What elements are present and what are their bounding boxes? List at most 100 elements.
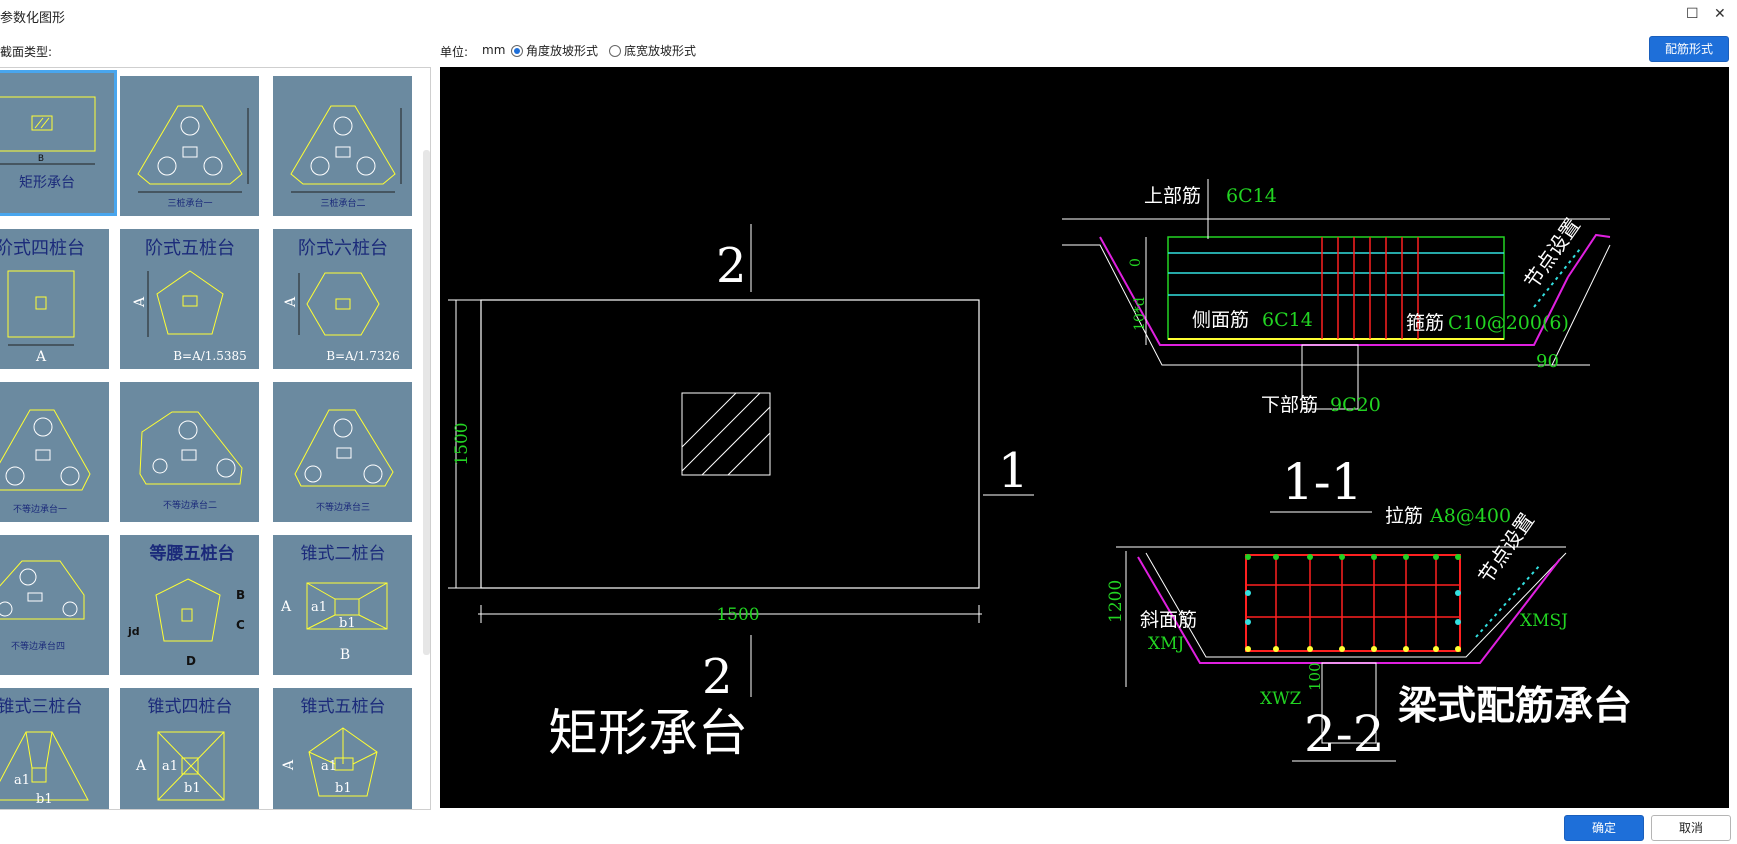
section-type-label: 截面类型: (0, 45, 53, 59)
rebar-form-button[interactable]: 配筋形式 (1649, 36, 1729, 62)
xmsj-label: XMSJ (1520, 611, 1568, 631)
bottom-bar-value: 9C20 (1330, 394, 1381, 416)
close-icon[interactable]: ✕ (1714, 6, 1726, 22)
top-bar-value: 6C14 (1226, 185, 1277, 207)
cone-four-pile-icon: 锥式四桩台 a1 b1 A (135, 697, 233, 801)
thumb-caption: 不等边承台二 (163, 499, 217, 511)
step-four-pile-icon: 阶式四桩台 A (0, 238, 85, 365)
thumb-caption: 三桩承台一 (167, 197, 212, 209)
thumb-cone-five-pile[interactable]: 锥式五桩台 a1 b1 A (273, 688, 412, 809)
dim-jd: jd (127, 625, 140, 638)
section-mark-1: 1 (998, 443, 1029, 499)
drawing-title: 矩形承台 (548, 704, 748, 762)
thumb-three-pile-1[interactable]: 三桩承台一 (120, 76, 259, 216)
dim-a: A (281, 759, 297, 771)
dim-a: A (132, 296, 148, 308)
thumb-caption: 锥式三桩台 (0, 697, 83, 717)
rect-cap-icon: B 矩形承台 (0, 96, 96, 191)
radio-unchecked-icon (609, 45, 621, 57)
dim-a: A (280, 599, 292, 615)
dim-d: D (186, 654, 196, 668)
cone-five-pile-icon: 锥式五桩台 a1 b1 A (281, 697, 386, 797)
thumb-unequal-4[interactable]: 不等边承台四 (0, 535, 109, 675)
toolbar: 截面类型: 单位: mm 角度放坡形式 底宽放坡形式 配筋形式 (0, 36, 1737, 66)
column-outline (681, 392, 771, 476)
dim-a1: a1 (14, 773, 30, 788)
bottom-bar-label: 下部筋 (1261, 394, 1318, 416)
unit-value: mm (482, 43, 506, 57)
thumb-cone-four-pile[interactable]: 锥式四桩台 a1 b1 A (120, 688, 259, 809)
tie-bar-label: 拉筋 (1385, 505, 1423, 527)
thumb-isosceles-five[interactable]: 等腰五桩台 B C D jd (120, 535, 259, 675)
dim-b: B (38, 154, 44, 164)
dim-zero: 0 (1128, 258, 1144, 267)
radio-angle-slope[interactable]: 角度放坡形式 (511, 42, 598, 59)
dim-a1: a1 (321, 759, 337, 774)
section-2-2: 1200 100 斜面筋 XMJ XMSJ XWZ 拉筋 A8@400 节点设置… (1106, 505, 1632, 763)
three-pile-icon: 三桩承台二 (290, 105, 402, 209)
radio-checked-icon (511, 45, 523, 57)
dim-height: 1500 (452, 422, 472, 465)
thumb-cone-two-pile[interactable]: 锥式二桩台 a1 b1 A B (273, 535, 412, 675)
beam-cap-subtitle: 梁式配筋承台 (1398, 684, 1632, 729)
window-title: 参数化图形 (0, 11, 66, 26)
dim-a: A (35, 349, 47, 365)
plan-view: 1500 1500 2 2 1 矩形承台 (448, 224, 1034, 762)
side-bar-label: 侧面筋 (1192, 309, 1249, 331)
top-bar-label: 上部筋 (1144, 185, 1201, 207)
unit-label: 单位: (440, 45, 469, 59)
ratio-label: B=A/1.7326 (326, 349, 400, 363)
thumb-caption: 锥式四桩台 (148, 697, 233, 717)
thumb-unequal-1[interactable]: 不等边承台一 (0, 382, 109, 522)
preview-canvas: 1500 1500 2 2 1 矩形承台 (440, 67, 1729, 808)
section-mark-2-bottom: 2 (702, 649, 733, 705)
cap-outline (480, 299, 980, 589)
thumb-unequal-3[interactable]: 不等边承台三 (273, 382, 412, 522)
dim-b: B (340, 647, 350, 663)
thumb-step-four-pile[interactable]: 阶式四桩台 A (0, 229, 109, 369)
dim-b: B (236, 588, 245, 602)
node-setting-1: 节点设置 (1519, 214, 1585, 293)
height-1200: 1200 (1106, 580, 1126, 623)
unequal-cap-icon: 不等边承台三 (294, 409, 394, 513)
dim-a: A (135, 758, 147, 774)
isosceles-five-pile-icon: 等腰五桩台 B C D jd (127, 543, 245, 668)
section-gallery: B 矩形承台 三桩承台一 三桩承台二 阶式四桩台 A (0, 67, 431, 810)
thumb-step-five-pile[interactable]: 阶式五桩台 A B=A/1.5385 (120, 229, 259, 369)
dim-ld: 10*d (1132, 297, 1148, 331)
section-1-title: 1-1 (1282, 453, 1363, 511)
cancel-button[interactable]: 取消 (1651, 815, 1731, 841)
side-bar-value: 6C14 (1262, 309, 1313, 331)
thumb-unequal-2[interactable]: 不等边承台二 (120, 382, 259, 522)
section-2-title: 2-2 (1304, 705, 1385, 763)
radio-bottom-slope[interactable]: 底宽放坡形式 (609, 42, 696, 59)
gallery-scrollbar[interactable] (423, 150, 430, 655)
thumb-caption: 矩形承台 (19, 175, 75, 191)
thumb-rect-cap[interactable]: B 矩形承台 (0, 70, 117, 216)
thumb-caption: 不等边承台三 (316, 501, 370, 513)
cad-drawing: 1500 1500 2 2 1 矩形承台 (448, 179, 1632, 763)
thumb-caption: 阶式六桩台 (298, 238, 388, 259)
radio-angle-label: 角度放坡形式 (526, 44, 599, 58)
maximize-icon[interactable]: ☐ (1686, 6, 1699, 22)
title-bar: 参数化图形 ☐ ✕ (0, 0, 1737, 32)
dim-b1: b1 (335, 781, 352, 796)
step-five-pile-icon: 阶式五桩台 A B=A/1.5385 (132, 238, 247, 363)
xmj-label: XMJ (1148, 634, 1185, 654)
dim-b1: b1 (184, 781, 201, 796)
thumb-step-six-pile[interactable]: 阶式六桩台 A B=A/1.7326 (273, 229, 412, 369)
dim-b1: b1 (36, 792, 53, 807)
thumb-three-pile-2[interactable]: 三桩承台二 (273, 76, 412, 216)
cover-100: 100 (1306, 662, 1324, 691)
angle-value: 90 (1536, 351, 1559, 372)
ratio-label: B=A/1.5385 (173, 349, 247, 363)
thumb-caption: 锥式五桩台 (301, 697, 386, 717)
xwz-label: XWZ (1260, 689, 1302, 709)
dim-a: A (283, 296, 299, 308)
radio-bottom-label: 底宽放坡形式 (624, 44, 697, 58)
cone-two-pile-icon: 锥式二桩台 a1 b1 A B (280, 544, 388, 663)
dim-b1: b1 (339, 616, 356, 631)
section-1-1: 0 10*d 上部筋 6C14 侧面筋 6C14 箍筋 C10@200(6) 下… (1062, 179, 1611, 513)
thumb-cone-three-pile[interactable]: 锥式三桩台 a1 b1 (0, 688, 109, 809)
ok-button[interactable]: 确定 (1564, 815, 1644, 841)
